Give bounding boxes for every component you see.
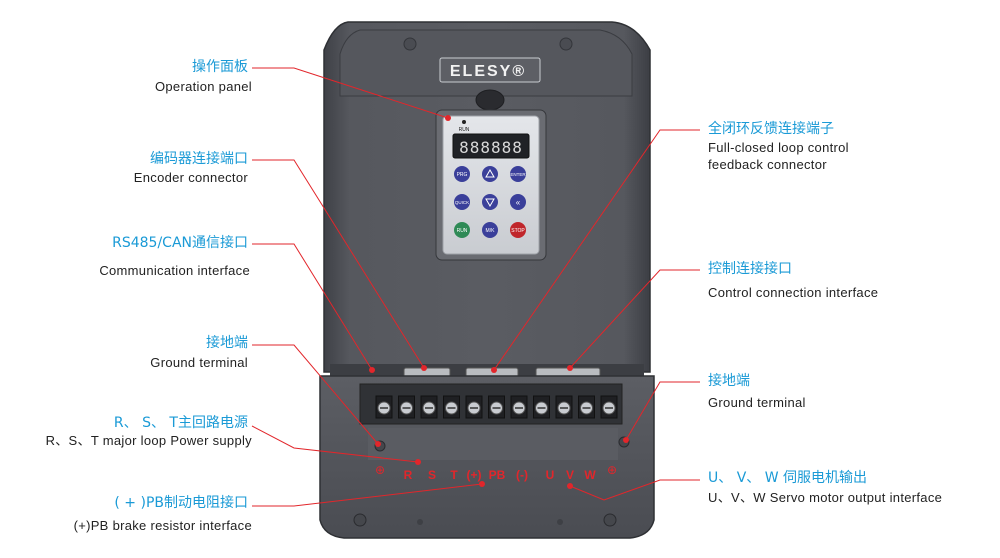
label-control-en: Control connection interface <box>708 285 879 300</box>
terminal-letter: W <box>584 468 596 482</box>
label-main-power-cn: R、 S、 T主回路电源 <box>113 415 248 431</box>
label-full-closed-en1: Full-closed loop control <box>708 140 849 155</box>
svg-text:M/K: M/K <box>486 228 496 234</box>
svg-text:PRG: PRG <box>457 172 468 178</box>
key-up <box>482 166 498 182</box>
terminal-letter: V <box>566 468 574 482</box>
terminal-letter: T <box>450 468 458 482</box>
leader-operation-panel <box>252 67 449 119</box>
svg-text:⊕: ⊕ <box>375 463 385 477</box>
label-communication-cn: RS485/CAN通信接口 <box>112 235 248 251</box>
label-encoder-en: Encoder connector <box>133 170 248 185</box>
key-prg <box>454 166 470 182</box>
svg-text:RUN: RUN <box>457 228 468 234</box>
label-brake-cn: ( + )PB制动电阻接口 <box>114 495 248 511</box>
label-operation-panel-en: Operation panel <box>154 79 252 94</box>
label-servo-output-en: U、V、W Servo motor output interface <box>708 490 943 505</box>
label-full-closed-cn: 全闭环反馈连接端子 <box>708 121 834 137</box>
terminal-letter: U <box>546 468 555 482</box>
label-ground-left-cn: 接地端 <box>206 335 248 351</box>
key-enter <box>510 166 526 182</box>
label-main-power-en: R、S、T major loop Power supply <box>45 433 252 448</box>
brand-text: ELESY® <box>450 63 526 80</box>
leader-communication <box>252 243 373 371</box>
leader-main-power <box>251 425 419 463</box>
svg-text:«: « <box>516 198 521 207</box>
svg-text:⊕: ⊕ <box>607 463 617 477</box>
svg-text:QUICK: QUICK <box>455 200 469 205</box>
key-stop <box>510 222 526 238</box>
leader-control <box>569 269 700 369</box>
terminal-letter: (+) <box>467 468 482 482</box>
leader-servo-output <box>569 479 700 501</box>
svg-text:STOP: STOP <box>511 228 525 234</box>
key-down <box>482 194 498 210</box>
label-servo-output-cn: U、 V、 W 伺服电机输出 <box>708 470 868 486</box>
terminal-letter: PB <box>489 468 506 482</box>
terminal-letter: R <box>404 468 413 482</box>
leader-full-closed <box>493 129 700 371</box>
terminal-letter: (-) <box>516 468 528 482</box>
label-encoder-cn: 编码器连接端口 <box>150 151 248 167</box>
label-full-closed-en2: feedback connector <box>708 157 827 172</box>
svg-text:ENTER: ENTER <box>510 172 526 177</box>
leader-brake <box>252 483 483 507</box>
logo-plate <box>439 57 541 83</box>
key-mk <box>482 222 498 238</box>
svg-text:888888: 888888 <box>459 138 523 157</box>
terminal-letter: S <box>428 468 436 482</box>
leader-encoder <box>252 159 425 369</box>
label-ground-left-en: Ground terminal <box>150 355 248 370</box>
label-brake-en: (+)PB brake resistor interface <box>73 518 252 533</box>
key-run <box>454 222 470 238</box>
label-ground-right-cn: 接地端 <box>708 373 750 389</box>
key-shift <box>510 194 526 210</box>
svg-text:RUN: RUN <box>459 127 470 133</box>
key-quick <box>454 194 470 210</box>
label-communication-en: Communication interface <box>99 263 250 278</box>
display <box>452 133 530 159</box>
leader-ground-right <box>625 381 700 441</box>
label-ground-right-en: Ground terminal <box>708 395 806 410</box>
label-operation-panel-cn: 操作面板 <box>192 59 248 75</box>
label-control-cn: 控制连接接口 <box>708 261 792 277</box>
leader-ground-left <box>252 344 379 445</box>
